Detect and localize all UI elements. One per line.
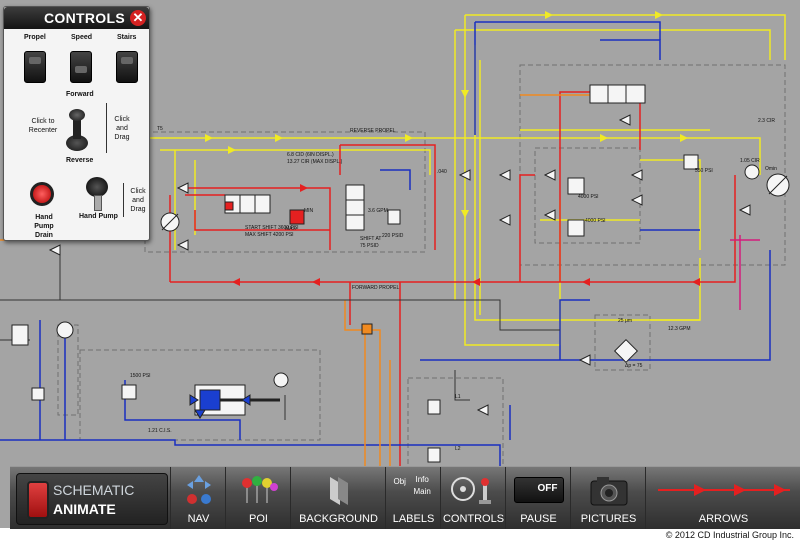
label-forward-propel: FORWARD PROPEL [352, 285, 399, 291]
hand-pump-drain-label: Hand Pump Drain [34, 214, 54, 239]
labels-icon-obj: Obj [393, 477, 406, 486]
click-to-recenter-label: Click to Recenter [28, 118, 58, 134]
pictures-label: PICTURES [580, 513, 637, 525]
label-psid-75: 75 PSID [360, 243, 379, 249]
label-psi-550: 550 PSI [695, 168, 713, 174]
arrows-icon [657, 484, 790, 496]
labels-icon-main: Main [413, 487, 431, 496]
controls-button[interactable]: CONTROLS [440, 467, 506, 529]
label-orifice-040: .040 [437, 169, 447, 175]
controls-header[interactable]: CONTROLS ✕ [4, 7, 149, 29]
hydraulic-schematic[interactable]: REVERSE PROPEL FORWARD PROPEL 6.8 CID (6… [0, 0, 800, 528]
pause-button[interactable]: OFF PAUSE [505, 467, 571, 529]
label-max-shift: MAX SHIFT 4200 PSI [245, 232, 294, 238]
nav-label: NAV [187, 513, 210, 525]
pause-label: PAUSE [520, 513, 557, 525]
label-psi-1500: 1500 PSI [130, 373, 151, 379]
pause-switch-icon: OFF [513, 477, 564, 503]
controls-wheel-joystick-icon [450, 477, 491, 504]
label-gpm-36: 3.6 GPM [368, 208, 388, 214]
arrows-button[interactable]: ARROWS [645, 467, 800, 529]
label-min: MIN [304, 208, 314, 214]
label-gpm-123: 12.3 GPM [668, 326, 691, 332]
propel-label: Propel [24, 34, 46, 41]
camera-icon [590, 477, 627, 506]
labels-icon: Obj Info Main [392, 475, 436, 507]
click-and-drag-label-2: Click and Drag [130, 188, 146, 213]
labels-label: LABELS [392, 513, 435, 525]
joystick-travel-line [106, 103, 107, 153]
mode-animate-label: ANIMATE [53, 501, 116, 517]
labels-icon-info: Info [415, 475, 429, 484]
label-cir-105: 1.05 CIR [740, 158, 760, 164]
close-icon[interactable]: ✕ [130, 10, 146, 26]
background-layers-icon [329, 477, 348, 505]
speed-switch[interactable] [70, 51, 92, 83]
controls-title: CONTROLS [44, 10, 125, 26]
label-port-l1: L1 [455, 394, 461, 400]
background-label: BACKGROUND [299, 513, 378, 525]
hand-pump-handle[interactable] [86, 177, 110, 211]
reverse-label: Reverse [66, 157, 94, 164]
label-cir-121: 1.21 C.I.S. [148, 428, 172, 434]
pictures-button[interactable]: PICTURES [570, 467, 646, 529]
label-max: MAX [285, 226, 297, 232]
label-um-25: 25 μm [618, 318, 632, 324]
label-psi-4000a: 4000 PSI [578, 194, 599, 200]
label-flow-a: 6.8 CID (6IN DISPL.) [287, 152, 334, 158]
label-port-t5: T5 [157, 126, 163, 132]
label-shift-at: SHIFT AT [360, 236, 381, 242]
bottom-toolbar: SCHEMATIC ANIMATE NAV POI BACKGROUN [10, 466, 800, 529]
label-psid-220: 220 PSID [382, 233, 404, 239]
click-and-drag-label-1: Click and Drag [114, 116, 130, 141]
label-psi-4000b: 4000 PSI [585, 218, 606, 224]
propel-switch[interactable] [24, 51, 46, 83]
label-reverse-propel: REVERSE PROPEL [350, 128, 396, 134]
background-button[interactable]: BACKGROUND [290, 467, 386, 529]
mode-switch-icon [27, 481, 49, 519]
labels-button[interactable]: Obj Info Main LABELS [385, 467, 441, 529]
label-cir-23: 2.3 CIR [758, 118, 775, 124]
label-port-l2: L2 [455, 446, 461, 452]
stairs-switch[interactable] [116, 51, 138, 83]
label-flow-b: 13.27 CIR (MAX DISPL.) [287, 159, 343, 165]
speed-label: Speed [71, 34, 93, 41]
hand-pump-travel-line [123, 183, 124, 217]
controls-label: CONTROLS [442, 513, 505, 525]
forward-label: Forward [66, 91, 94, 98]
label-delta-p: Δp = 75 [625, 363, 643, 369]
nav-arrows-icon [186, 475, 211, 504]
pause-switch-state: OFF [537, 483, 558, 494]
arrows-label: ARROWS [698, 513, 749, 525]
poi-pins-icon [241, 476, 278, 503]
poi-button[interactable]: POI [225, 467, 291, 529]
copyright-text: © 2012 CD Industrial Group Inc. [665, 530, 794, 540]
schematic-animate-toggle[interactable]: SCHEMATIC ANIMATE [16, 473, 168, 525]
controls-panel[interactable]: CONTROLS ✕ Propel Speed Stairs Forward C… [3, 6, 150, 241]
nav-button[interactable]: NAV [170, 467, 226, 529]
mode-schematic-label: SCHEMATIC [53, 482, 135, 498]
label-start-shift: START SHIFT 3600 PSI [245, 225, 299, 231]
hand-pump-label: Hand Pump [79, 213, 118, 220]
propel-joystick[interactable] [56, 107, 96, 157]
label-omin: Omin [765, 166, 777, 172]
hand-pump-drain-button[interactable] [30, 182, 54, 206]
poi-label: POI [249, 513, 268, 525]
stairs-label: Stairs [117, 34, 137, 41]
